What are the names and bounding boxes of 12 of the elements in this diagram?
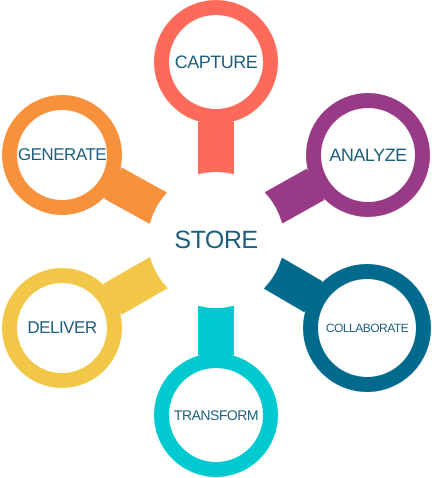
connector-stem (264, 168, 324, 224)
connector-stem (198, 122, 234, 174)
node-label: ANALYZE (329, 144, 407, 166)
node-label: CAPTURE (174, 52, 258, 72)
node-label: STORE (174, 226, 258, 254)
node-label: GENERATE (18, 145, 106, 165)
node-label: TRANSFORM (174, 407, 258, 423)
node-label: DELIVER (27, 318, 97, 338)
connector-stem (198, 306, 234, 355)
connector-stem (104, 167, 167, 224)
connector-stem (103, 257, 168, 315)
node-label: COLLABORATE (326, 321, 408, 335)
